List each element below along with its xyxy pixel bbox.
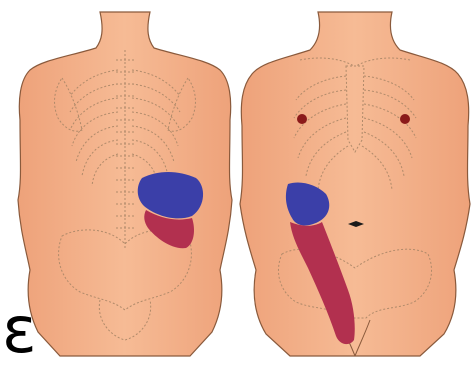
corner-glyph-epsilon: ε [2,300,60,362]
front-torso-silhouette [240,12,470,356]
right-nipple-marker [400,114,410,124]
front-view-figure [240,12,470,356]
left-nipple-marker [297,114,307,124]
